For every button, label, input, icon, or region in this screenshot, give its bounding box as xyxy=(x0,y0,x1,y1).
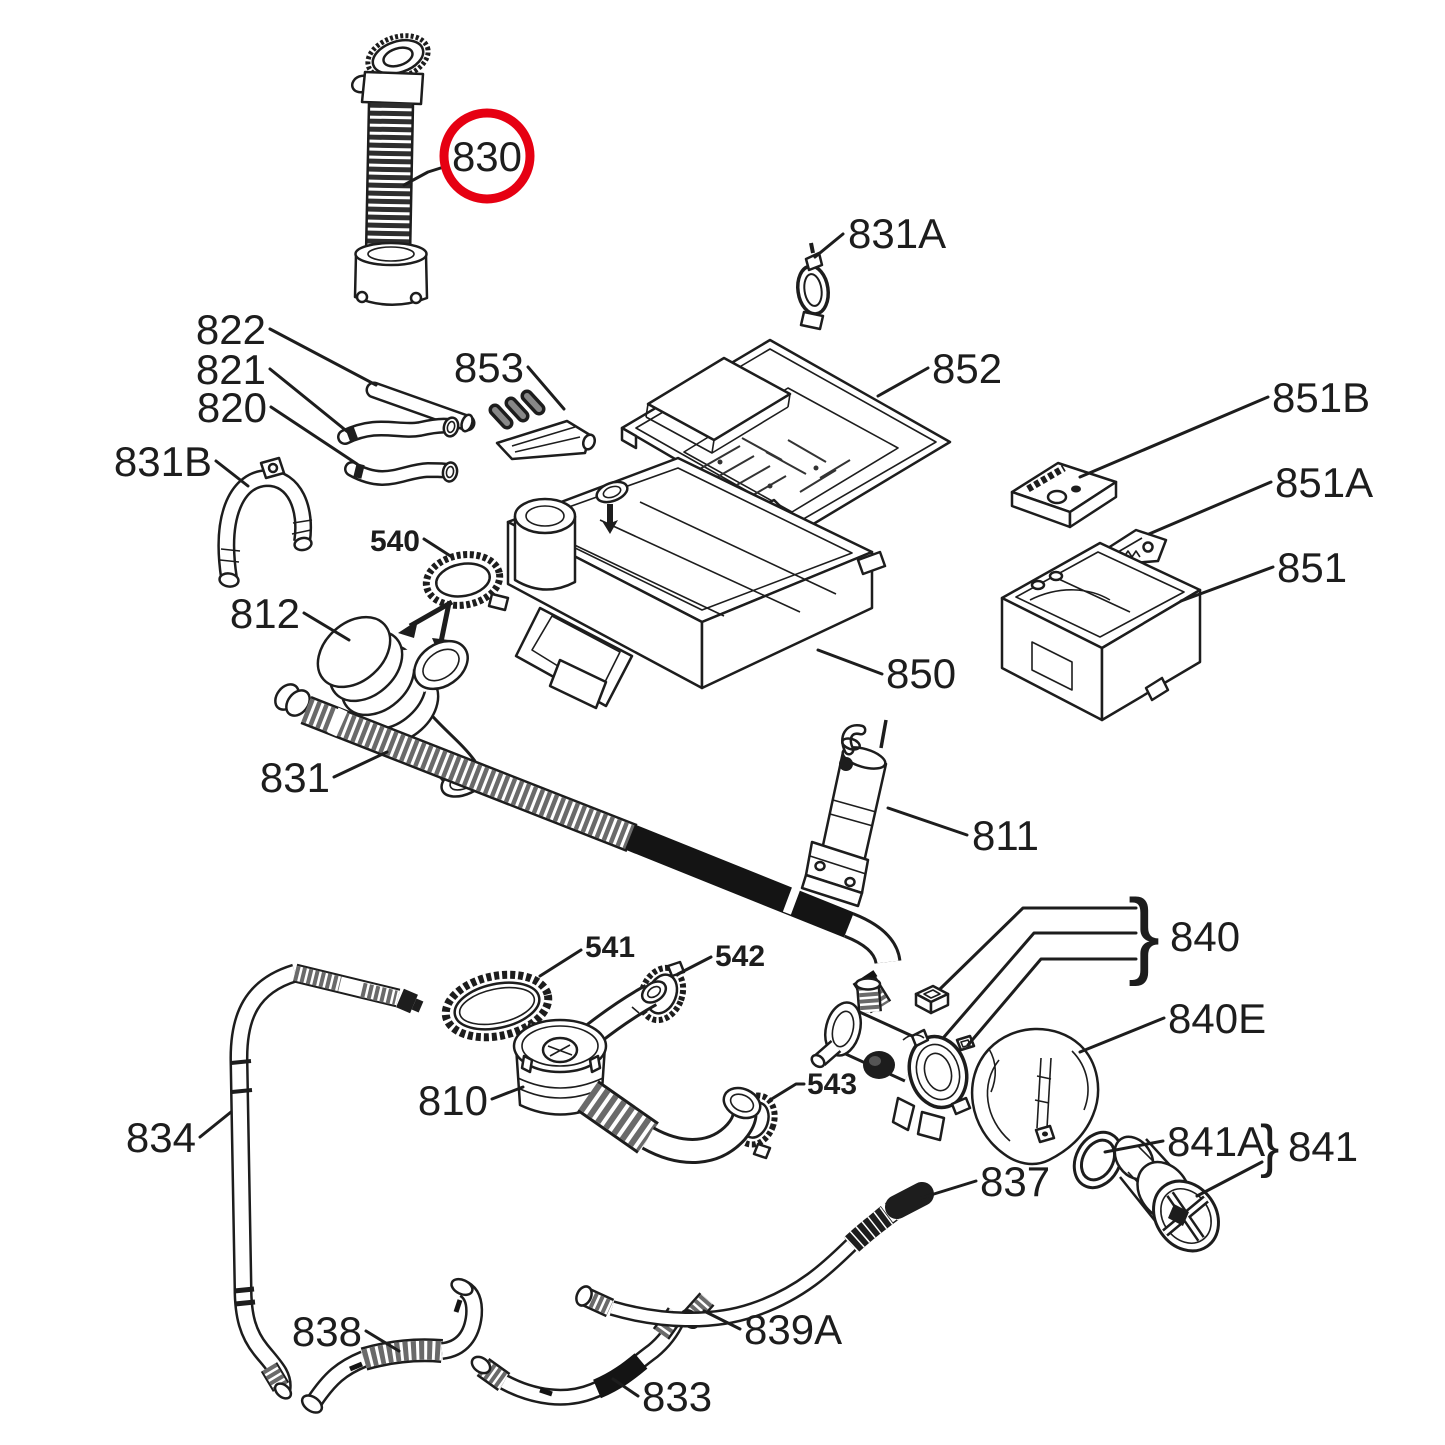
part-840-small-square xyxy=(955,1034,976,1052)
part-820-hose xyxy=(344,461,459,486)
part-851B-cover xyxy=(1010,461,1118,529)
part-831B-hook-hose xyxy=(217,456,313,588)
label-822: 822 xyxy=(196,306,266,353)
leader-831 xyxy=(332,750,389,779)
label-841A: 841A xyxy=(1167,1118,1265,1165)
label-830: 830 xyxy=(452,133,522,180)
leader-850 xyxy=(816,648,884,676)
leader-851B xyxy=(1078,395,1270,479)
label-839A: 839A xyxy=(744,1306,842,1353)
leader-852 xyxy=(876,366,930,398)
leader-837 xyxy=(919,1179,978,1200)
label-837: 837 xyxy=(980,1158,1050,1205)
leader-831A xyxy=(813,232,845,259)
part-838-hose xyxy=(300,1277,484,1414)
label-543: 543 xyxy=(807,1068,857,1101)
label-838: 838 xyxy=(292,1308,362,1355)
part-837-hose xyxy=(575,1182,934,1328)
part-831A-clamp xyxy=(796,242,830,331)
leader-822 xyxy=(268,327,378,387)
leader-840-1 xyxy=(938,906,1138,991)
part-821-hose xyxy=(337,416,460,445)
label-831: 831 xyxy=(260,754,330,801)
part-840E-volute-cover xyxy=(970,1027,1100,1166)
part-830-inlet-hose xyxy=(350,33,431,306)
label-810: 810 xyxy=(418,1077,488,1124)
label-852: 852 xyxy=(932,345,1002,392)
label-850: 850 xyxy=(886,650,956,697)
part-810-sump xyxy=(512,980,762,1164)
label-851: 851 xyxy=(1277,544,1347,591)
part-851-drawer xyxy=(1000,541,1202,722)
leader-833 xyxy=(611,1377,640,1398)
leader-841A xyxy=(1103,1139,1165,1154)
label-841: 841 xyxy=(1288,1123,1358,1170)
leader-840-3 xyxy=(966,957,1138,1047)
label-540: 540 xyxy=(370,525,420,558)
part-812-bellows xyxy=(316,615,490,798)
leader-542 xyxy=(676,955,713,976)
label-840E: 840E xyxy=(1168,995,1266,1042)
part-840-mount-square xyxy=(914,984,950,1015)
label-840: 840 xyxy=(1170,913,1240,960)
label-820: 820 xyxy=(197,384,267,431)
label-541: 541 xyxy=(585,931,635,964)
leader-543 xyxy=(768,1082,806,1102)
leader-851 xyxy=(1179,565,1275,603)
part-840-drain-pump xyxy=(810,977,972,1142)
label-833: 833 xyxy=(642,1373,712,1420)
part-853-inlet-valve xyxy=(488,389,597,461)
part-831-long-hose xyxy=(274,683,902,1014)
leader-810 xyxy=(490,1085,525,1101)
leader-838 xyxy=(364,1329,401,1353)
part-811-pressure-chamber xyxy=(800,719,888,908)
labels: 830 831A 822 821 820 831B 853 852 851B 8… xyxy=(114,133,1373,1420)
label-811: 811 xyxy=(972,812,1039,859)
leader-540 xyxy=(422,537,454,559)
part-841A-oring xyxy=(1072,1130,1124,1190)
part-841-filter xyxy=(1113,1135,1220,1253)
label-831B: 831B xyxy=(114,438,212,485)
label-834: 834 xyxy=(126,1114,196,1161)
leader-811 xyxy=(886,806,969,837)
part-540-clamp xyxy=(398,551,510,655)
label-853: 853 xyxy=(454,344,524,391)
leader-840-2 xyxy=(942,931,1138,1039)
label-831A: 831A xyxy=(848,210,946,257)
brace-841: } xyxy=(1260,1114,1279,1179)
leader-853 xyxy=(526,365,566,411)
leader-841 xyxy=(1195,1160,1264,1198)
label-851A: 851A xyxy=(1275,459,1373,506)
leader-840E xyxy=(1078,1016,1166,1054)
label-542: 542 xyxy=(715,940,765,973)
label-851B: 851B xyxy=(1272,374,1370,421)
leader-812 xyxy=(302,611,351,642)
label-821: 821 xyxy=(196,346,266,393)
leader-820 xyxy=(269,405,359,466)
brace-840: } xyxy=(1128,880,1160,987)
leader-lines xyxy=(198,164,1275,1398)
highlight-circle-830 xyxy=(439,108,535,204)
leader-821 xyxy=(268,367,356,439)
label-812: 812 xyxy=(230,590,300,637)
part-850-dispenser-housing xyxy=(506,456,887,710)
leader-839A xyxy=(702,1309,742,1331)
part-834-drain-hose xyxy=(229,963,424,1400)
leader-541 xyxy=(538,948,583,978)
leader-851A xyxy=(1147,480,1273,536)
leader-831B xyxy=(214,459,250,488)
leader-834 xyxy=(198,1110,233,1139)
leader-830 xyxy=(402,164,449,187)
